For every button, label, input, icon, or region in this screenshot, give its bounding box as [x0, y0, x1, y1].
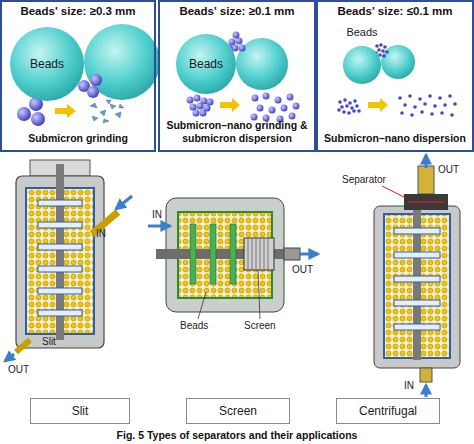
panel-description: Submicron–nano dispersion: [320, 132, 470, 145]
part-label: OUT: [438, 164, 459, 175]
bead-size-panel: Beads' size: ≤0.1 mm Submicron–nano dispe…: [316, 0, 474, 152]
part-label: Screen: [244, 320, 276, 331]
centrifugal-mill: [374, 155, 460, 397]
separator-box: Screen: [186, 398, 290, 424]
bead-size-panel: Beads' size: ≥0.1 mm Submicron–nano grind…: [158, 0, 316, 152]
node-label: Screen: [219, 404, 257, 418]
bead-circle: Beads: [176, 34, 236, 94]
part-label: Slit: [42, 336, 56, 347]
part-label: Separator: [342, 174, 386, 185]
bead-fill: [176, 34, 236, 94]
screen-mill: [148, 198, 318, 319]
bead-circle: Beads: [10, 27, 84, 101]
figure-caption: Fig. 5 Types of separators and their app…: [0, 429, 474, 442]
slit-mill: [5, 160, 132, 361]
bead-fill: [343, 46, 381, 84]
node-label: Beads: [340, 26, 384, 38]
part-label: IN: [96, 228, 106, 239]
part-label: Beads: [180, 320, 208, 331]
bead-fill: [10, 27, 84, 101]
node-label: Slit: [72, 404, 89, 418]
panel-description: Submicron–nano grinding & submicron disp…: [162, 119, 312, 145]
part-label: OUT: [292, 264, 313, 275]
node-label: Beads: [30, 57, 64, 71]
panel-title: Beads' size: ≥0.3 mm: [4, 5, 152, 18]
bead-size-panel: Beads' size: ≥0.3 mm Submicron grinding Be…: [0, 0, 156, 152]
separator-box: Centrifugal: [336, 398, 440, 424]
separator-box: Slit: [30, 398, 130, 424]
part-label: IN: [404, 380, 414, 391]
bead-circle: Beads: [340, 26, 384, 84]
panel-title: Beads' size: ≤0.1 mm: [320, 5, 470, 18]
node-label: Centrifugal: [359, 404, 417, 418]
bead-illustration: [337, 43, 457, 117]
node-label: Beads: [189, 57, 223, 71]
panel-title: Beads' size: ≥0.1 mm: [162, 5, 312, 18]
part-label: IN: [152, 209, 162, 220]
part-label: OUT: [8, 364, 29, 375]
panel-description: Submicron grinding: [4, 132, 152, 145]
